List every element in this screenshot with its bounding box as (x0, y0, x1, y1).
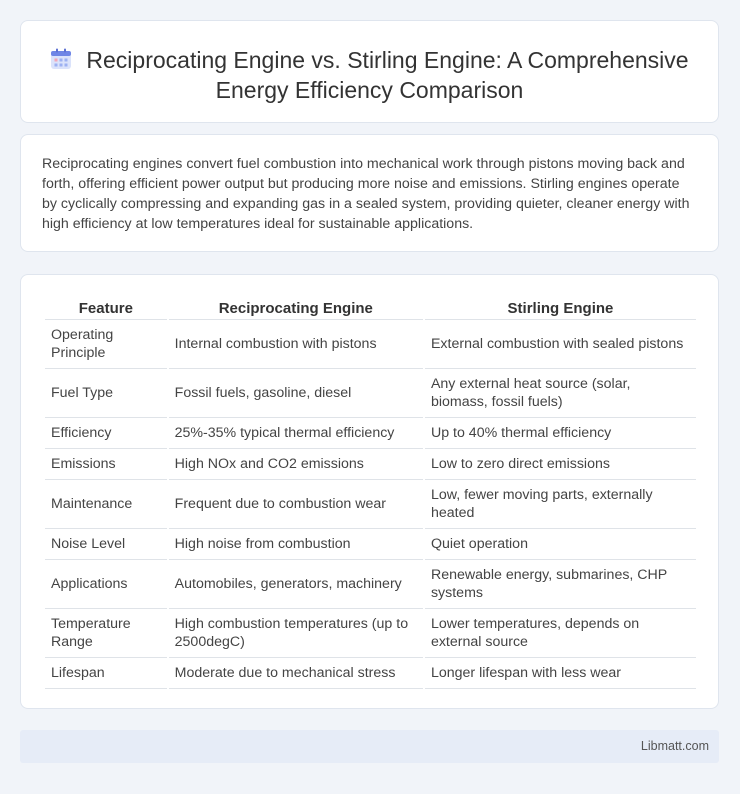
table-row: Noise Level High noise from combustion Q… (45, 529, 696, 560)
table-row: Efficiency 25%-35% typical thermal effic… (45, 418, 696, 449)
stirling-cell: Up to 40% thermal efficiency (424, 418, 696, 449)
page-title: Reciprocating Engine vs. Stirling Engine… (41, 45, 698, 105)
feature-cell: Lifespan (45, 658, 167, 689)
page-title-text: Reciprocating Engine vs. Stirling Engine… (86, 47, 689, 103)
table-row: Operating Principle Internal combustion … (45, 320, 696, 369)
feature-cell: Maintenance (45, 480, 167, 529)
table-header-row: Feature Reciprocating Engine Stirling En… (45, 295, 696, 320)
reciprocating-cell: High noise from combustion (168, 529, 423, 560)
table-row: Temperature Range High combustion temper… (45, 609, 696, 658)
intro-paragraph: Reciprocating engines convert fuel combu… (42, 156, 690, 232)
feature-cell: Fuel Type (45, 369, 167, 418)
comparison-table: Feature Reciprocating Engine Stirling En… (43, 295, 698, 689)
reciprocating-cell: Automobiles, generators, machinery (168, 560, 423, 609)
reciprocating-cell: Fossil fuels, gasoline, diesel (168, 369, 423, 418)
feature-cell: Applications (45, 560, 167, 609)
table-row: Lifespan Moderate due to mechanical stre… (45, 658, 696, 689)
stirling-cell: Longer lifespan with less wear (424, 658, 696, 689)
table-row: Applications Automobiles, generators, ma… (45, 560, 696, 609)
feature-cell: Temperature Range (45, 609, 167, 658)
header-feature: Feature (45, 295, 167, 320)
stirling-cell: Lower temperatures, depends on external … (424, 609, 696, 658)
intro-card: Reciprocating engines convert fuel combu… (20, 134, 719, 252)
feature-cell: Efficiency (45, 418, 167, 449)
stirling-cell: Low, fewer moving parts, externally heat… (424, 480, 696, 529)
stirling-cell: Quiet operation (424, 529, 696, 560)
reciprocating-cell: Moderate due to mechanical stress (168, 658, 423, 689)
footer-site-link[interactable]: Libmatt.com (640, 739, 709, 753)
reciprocating-cell: Internal combustion with pistons (168, 320, 423, 369)
comparison-card: Feature Reciprocating Engine Stirling En… (20, 274, 719, 709)
feature-cell: Operating Principle (45, 320, 167, 369)
table-row: Maintenance Frequent due to combustion w… (45, 480, 696, 529)
feature-cell: Noise Level (45, 529, 167, 560)
reciprocating-cell: High combustion temperatures (up to 2500… (168, 609, 423, 658)
table-row: Emissions High NOx and CO2 emissions Low… (45, 449, 696, 480)
header-stirling: Stirling Engine (424, 295, 696, 320)
reciprocating-cell: Frequent due to combustion wear (168, 480, 423, 529)
title-card: Reciprocating Engine vs. Stirling Engine… (20, 20, 719, 123)
stirling-cell: Low to zero direct emissions (424, 449, 696, 480)
stirling-cell: Any external heat source (solar, biomass… (424, 369, 696, 418)
header-reciprocating: Reciprocating Engine (168, 295, 423, 320)
calendar-icon (51, 48, 72, 69)
stirling-cell: External combustion with sealed pistons (424, 320, 696, 369)
reciprocating-cell: 25%-35% typical thermal efficiency (168, 418, 423, 449)
stirling-cell: Renewable energy, submarines, CHP system… (424, 560, 696, 609)
reciprocating-cell: High NOx and CO2 emissions (168, 449, 423, 480)
footer: Libmatt.com (20, 730, 719, 763)
table-row: Fuel Type Fossil fuels, gasoline, diesel… (45, 369, 696, 418)
feature-cell: Emissions (45, 449, 167, 480)
